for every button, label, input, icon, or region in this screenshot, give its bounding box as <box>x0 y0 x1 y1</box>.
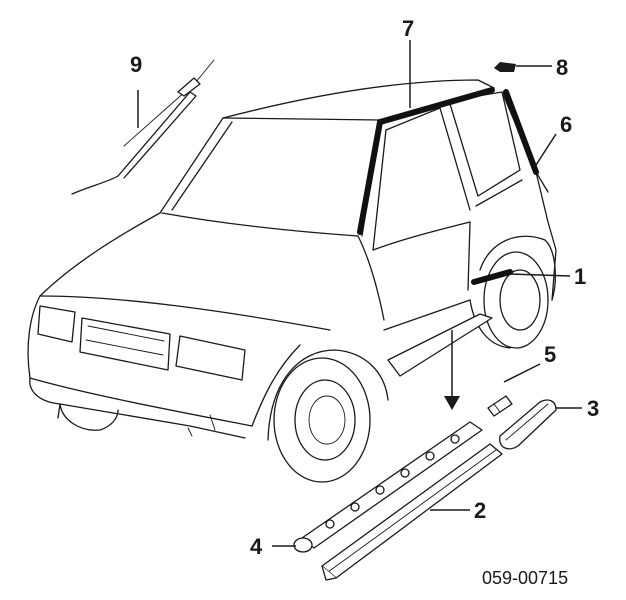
end-cap-4 <box>293 537 313 553</box>
callout-8: 8 <box>556 55 568 80</box>
molding-7-pillar <box>357 119 383 235</box>
leader-lines <box>137 40 582 547</box>
callout-3: 3 <box>587 396 599 421</box>
rail-clips <box>325 434 460 529</box>
callout-1: 1 <box>574 264 586 289</box>
molding-1-door <box>471 269 513 285</box>
callout-4: 4 <box>250 534 263 559</box>
side-sill-molding-installed <box>387 313 493 377</box>
callout-9: 9 <box>130 52 142 77</box>
trim-piece-9 <box>71 59 215 195</box>
clip-5 <box>487 395 513 417</box>
exploded-parts <box>293 330 557 581</box>
callout-5: 5 <box>544 342 556 367</box>
clip-8 <box>494 62 516 72</box>
end-molding-3 <box>499 399 557 450</box>
callout-6: 6 <box>560 112 572 137</box>
molding-7-roof <box>377 87 495 125</box>
callout-2: 2 <box>474 498 486 523</box>
part-reference-number: 059-00715 <box>482 568 568 588</box>
molding-strips-installed <box>357 62 539 377</box>
molding-6-rear-pillar <box>503 89 539 175</box>
callout-labels: 7 8 6 9 1 5 3 2 4 <box>130 16 599 559</box>
callout-7: 7 <box>402 16 414 41</box>
